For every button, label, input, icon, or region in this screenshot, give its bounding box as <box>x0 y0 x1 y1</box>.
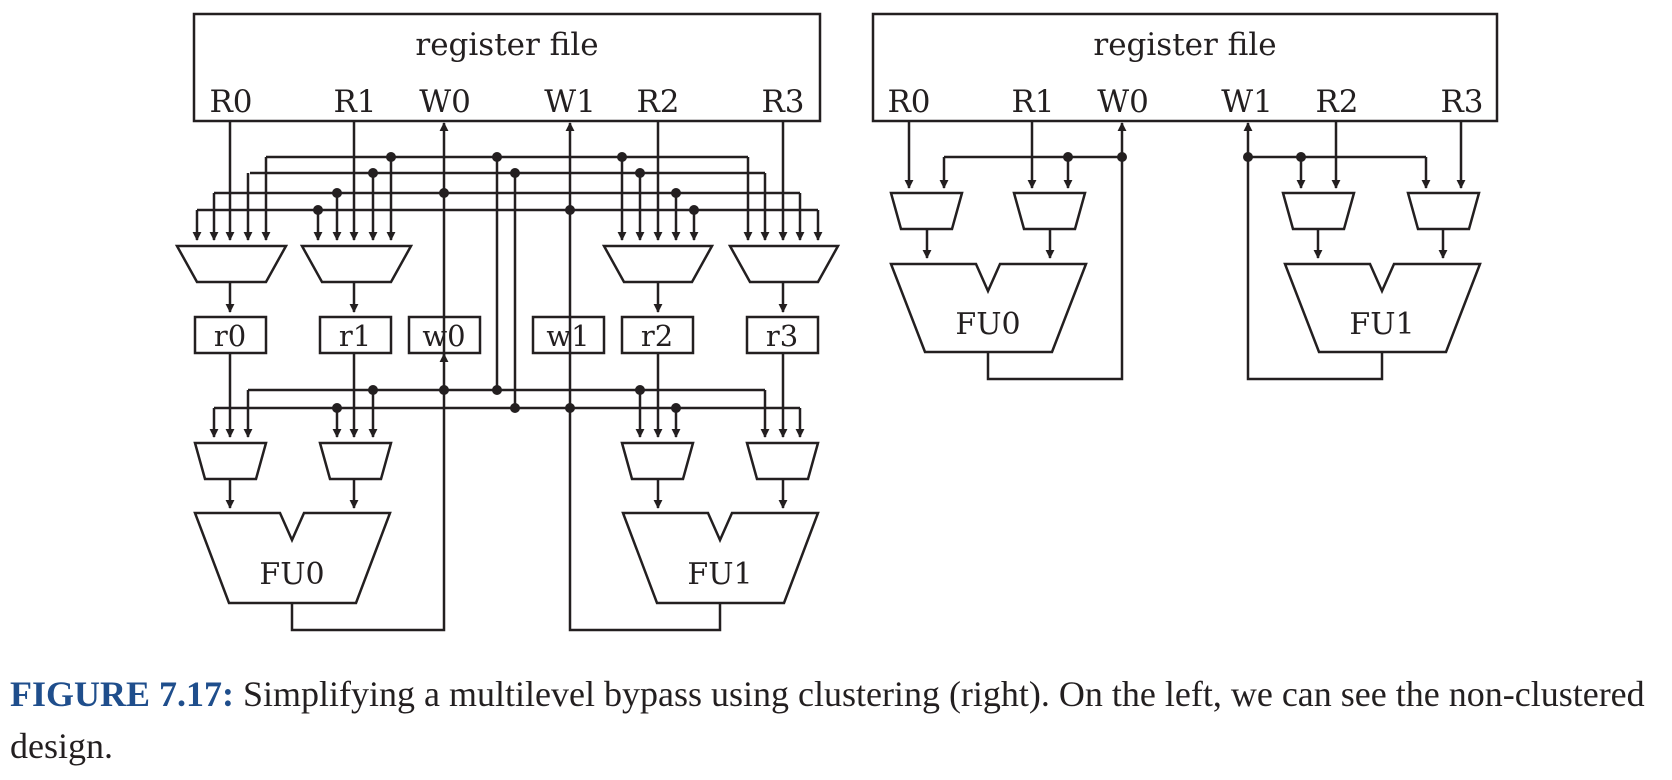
left-fu1-shape <box>621 511 820 605</box>
figure-caption: FIGURE 7.17: Simplifying a multilevel by… <box>10 668 1660 772</box>
left-fu0-label: FU0 <box>259 557 324 592</box>
latch-w0 <box>407 315 482 355</box>
right-port-r2: R2 <box>1315 84 1358 120</box>
left-port-r3: R3 <box>761 84 804 120</box>
right-fu1-shape <box>1283 262 1482 354</box>
latch-r3-label: r3 <box>766 319 798 353</box>
right-fu1-label: FU1 <box>1349 307 1414 342</box>
figure-caption-label: FIGURE 7.17: <box>10 674 234 714</box>
right-port-w0: W0 <box>1097 84 1149 120</box>
right-register-file <box>871 12 1499 123</box>
nonclustered-diagram <box>174 12 841 632</box>
left-port-r0: R0 <box>209 84 252 120</box>
latch-r1-label: r1 <box>339 319 371 353</box>
left-port-r1: R1 <box>333 84 376 120</box>
clustered-diagram <box>871 12 1499 381</box>
right-fu0-shape <box>889 262 1088 354</box>
left-port-r2: R2 <box>636 84 679 120</box>
left-fu0-shape <box>193 511 392 605</box>
left-junction-dots <box>313 152 699 413</box>
left-register-file <box>192 12 822 123</box>
left-port-w1: W1 <box>544 84 596 120</box>
latch-w1-label: w1 <box>546 319 589 353</box>
latch-r1 <box>318 315 393 355</box>
figure-caption-text: Simplifying a multilevel bypass using cl… <box>10 674 1645 766</box>
right-fu0-label: FU0 <box>955 307 1020 342</box>
right-port-r1: R1 <box>1011 84 1054 120</box>
left-fu1-label: FU1 <box>687 557 752 592</box>
right-junction-dots <box>1063 152 1306 162</box>
left-register-file-title: register file <box>415 27 598 63</box>
bypass-diagram: register file R0 R1 W0 W1 R2 R3 r0 r1 w0… <box>174 12 1499 632</box>
latch-r2-label: r2 <box>641 319 673 353</box>
right-port-r0: R0 <box>887 84 930 120</box>
latch-w0-label: w0 <box>422 319 465 353</box>
right-register-file-title: register file <box>1093 27 1276 63</box>
right-port-w1: W1 <box>1221 84 1273 120</box>
right-port-r3: R3 <box>1440 84 1483 120</box>
latch-w1 <box>531 315 606 355</box>
left-port-w0: W0 <box>419 84 471 120</box>
latch-r0-label: r0 <box>214 319 246 353</box>
